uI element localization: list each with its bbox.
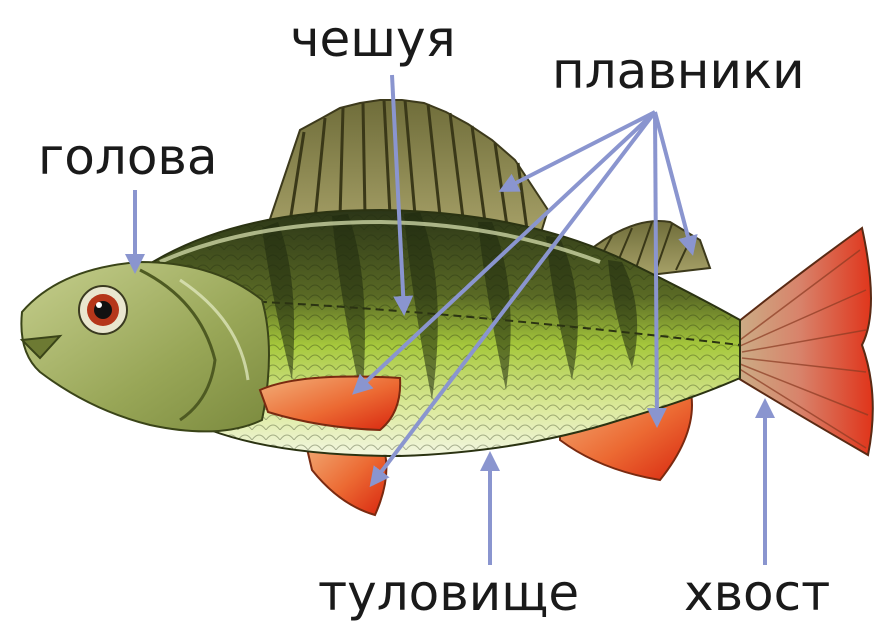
arrow-fin-anal <box>655 112 657 424</box>
arrow-fin-dorsal-front <box>502 112 655 190</box>
tail-fin <box>728 228 873 455</box>
label-fins: плавники <box>552 46 805 96</box>
label-body: туловище <box>318 568 579 618</box>
label-tail: хвост <box>684 568 830 618</box>
label-scales: чешуя <box>290 14 456 64</box>
fish-head <box>21 262 269 431</box>
label-head: голова <box>38 132 218 182</box>
